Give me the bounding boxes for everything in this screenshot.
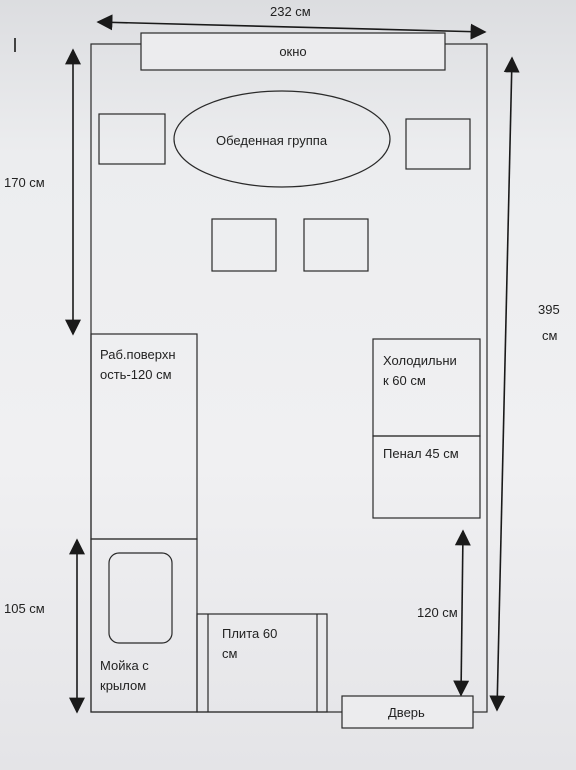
width-dimension-label: 232 см xyxy=(270,4,311,19)
sink-basin xyxy=(108,552,173,644)
door-block xyxy=(341,695,474,729)
right-total-dimension-unit: см xyxy=(542,328,558,343)
dining-group-label: Обеденная группа xyxy=(216,133,328,148)
sink-label: Мойка с крылом xyxy=(100,658,149,693)
stove-label: Плита 60 см xyxy=(222,626,278,661)
countertop-label: Раб.поверхн ость-120 см xyxy=(100,347,176,382)
chair-left xyxy=(98,113,166,165)
left-top-dimension-label: 170 см xyxy=(4,175,45,190)
right-total-dimension-value: 395 xyxy=(538,302,560,317)
width-dimension-arrow xyxy=(96,14,487,40)
dining-table xyxy=(173,90,391,188)
right-bottom-dimension-label: 120 см xyxy=(417,605,458,620)
chair-bottom-left xyxy=(211,218,277,272)
left-bottom-dimension-label: 105 см xyxy=(4,601,45,616)
stove-block xyxy=(196,613,328,713)
window-label: окно xyxy=(279,44,307,59)
right-bottom-dimension-arrow xyxy=(453,529,471,697)
chair-right xyxy=(405,118,471,170)
pencil-case-label: Пенал 45 см xyxy=(383,446,459,461)
door-label: Дверь xyxy=(388,705,425,720)
fridge-label: Холодильни к 60 см xyxy=(383,353,457,388)
right-total-dimension-arrow xyxy=(489,56,520,712)
chair-bottom-right xyxy=(303,218,369,272)
pencil-case-block xyxy=(372,435,481,519)
